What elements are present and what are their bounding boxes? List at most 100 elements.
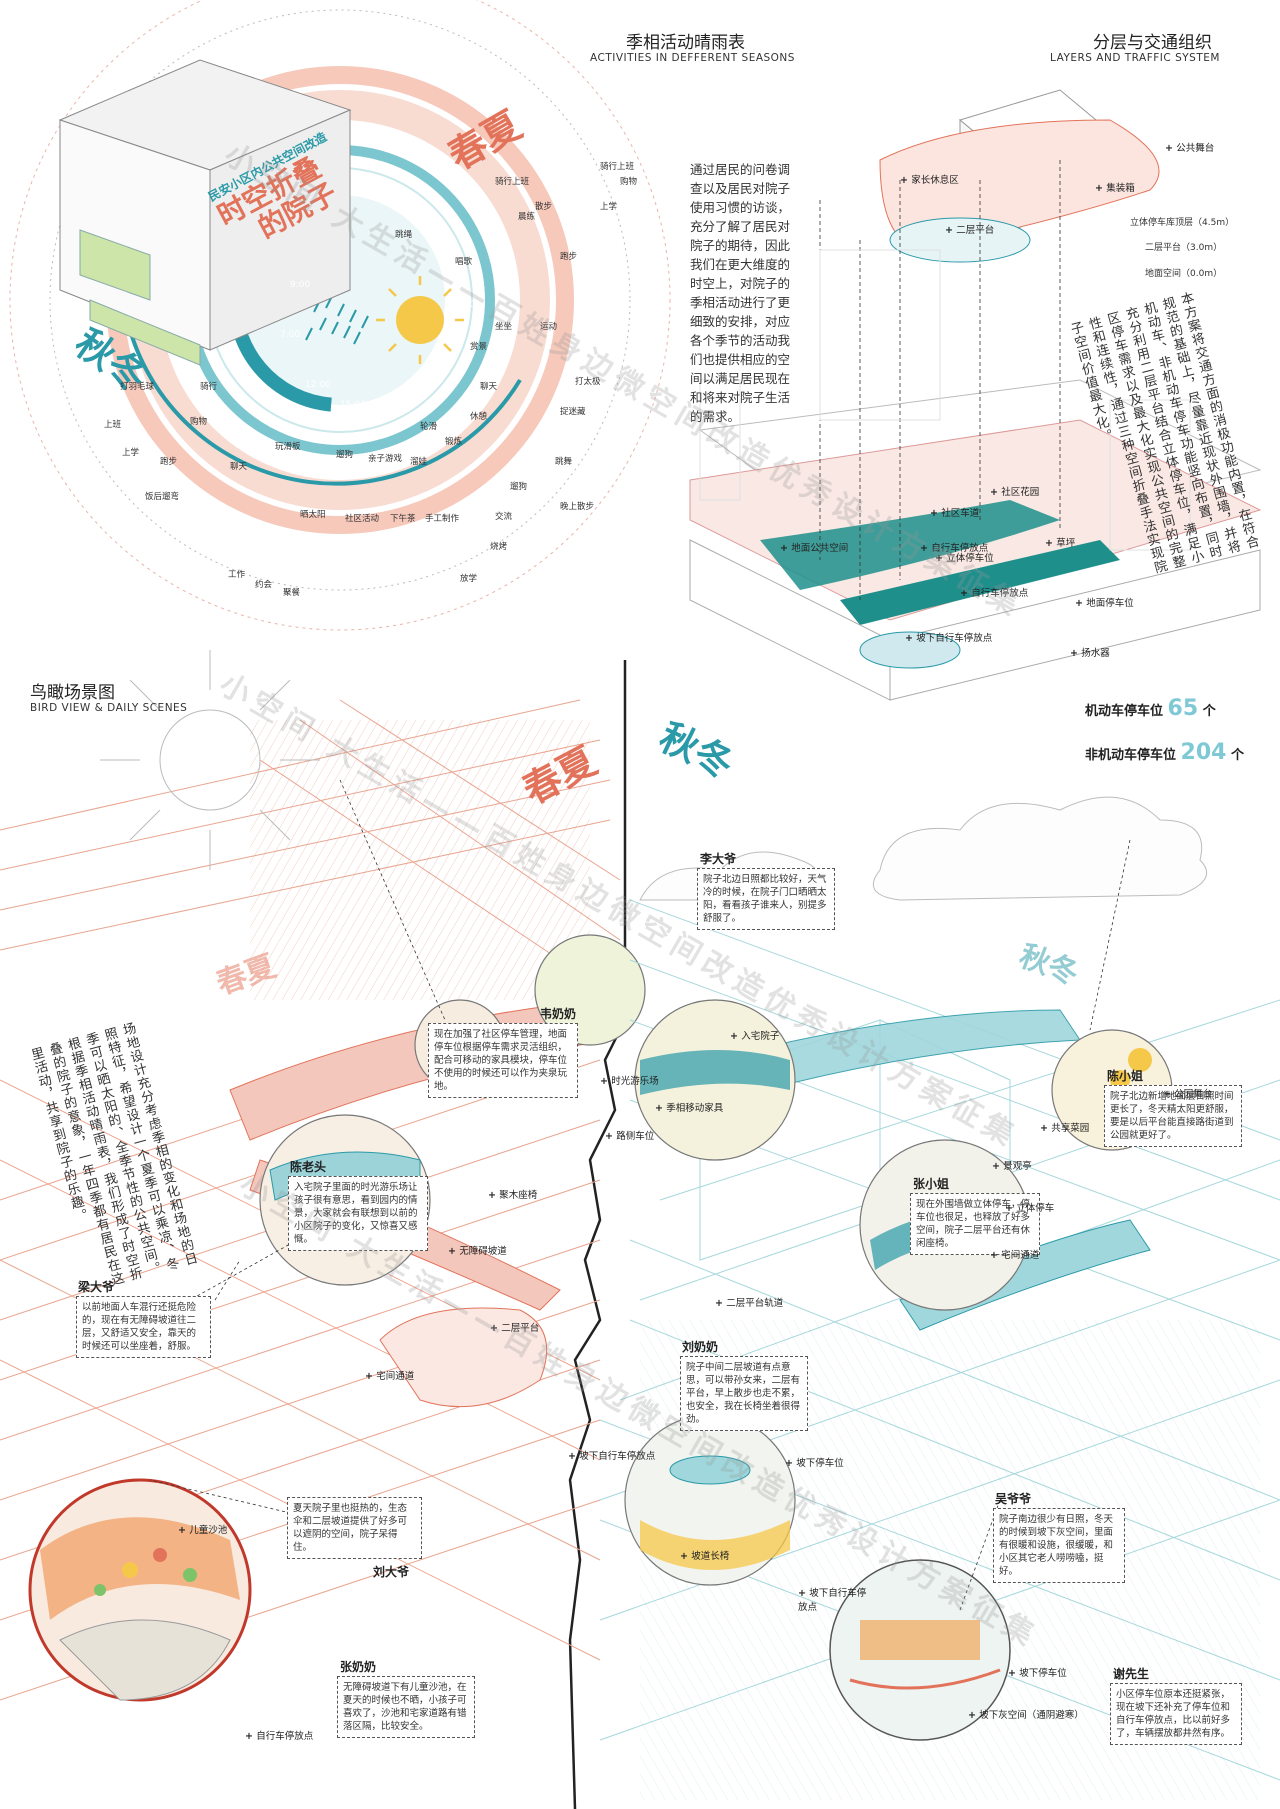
- persona-quote: 以前地面人车混行还挺危险的，现在有无障碍坡道往二层，又舒适又安全，靠天的时候还可…: [76, 1296, 211, 1358]
- spring-area-label: 无障碍坡道: [448, 1243, 507, 1257]
- winter-area-label: 公园舞台: [1163, 1086, 1212, 1100]
- spring-area-label: 聚木座椅: [488, 1187, 537, 1201]
- spring-area-label: 路侧车位: [605, 1128, 654, 1142]
- bike-parking-label: 非机动车停车位: [1085, 748, 1177, 763]
- persona-quote: 无障碍坡道下有儿童沙池，在夏天的时候也不晒，小孩子可喜欢了，沙池和宅家道路有错落…: [337, 1676, 475, 1738]
- persona-name: 张奶奶: [340, 1660, 377, 1674]
- winter-area-label: 景观亭: [992, 1158, 1032, 1172]
- layers-intro-text: 通过居民的问卷调查以及居民对院子使用习惯的访谈，充分了解了居民对院子的期待，因此…: [690, 162, 791, 424]
- spring-activity-label: 放学: [460, 574, 478, 584]
- winter-activity-label: 跑步: [160, 457, 178, 467]
- persona-name: 刘大爷: [373, 1565, 410, 1579]
- activity-label: 溜娃: [410, 457, 428, 467]
- spring-activity-label: 捉迷藏: [560, 407, 586, 417]
- spring-activity-label: 交流: [495, 512, 513, 522]
- area-label: 自行车停放点: [960, 585, 1028, 599]
- area-label: 地面公共空间: [780, 540, 848, 554]
- car-parking-unit: 个: [1202, 704, 1216, 719]
- persona-quote: 夏天院子里也挺热的，生态伞和二层坡道提供了好多可以遮阴的空间，院子呆得住。: [287, 1497, 422, 1559]
- winter-activity-label: 聚餐: [283, 588, 301, 598]
- persona-quote: 院子北边日照都比较好，天气冷的时候，在院子门口晒晒太阳，看看孩子谁来人，别提多舒…: [697, 868, 835, 930]
- time-label: 21:00: [385, 405, 411, 415]
- time-label: 12:00: [305, 380, 331, 390]
- bird-view-subtitle: BIRD VIEW & DAILY SCENES: [30, 702, 188, 714]
- persona-quote: 院子中间二层坡道有点意思，可以带孙女来，二层有平台，早上散步也走不累，也安全，我…: [680, 1356, 808, 1431]
- time-label: 7:00: [280, 330, 301, 340]
- winter-ring: [128, 329, 522, 486]
- persona-quote: 院子南边很少有日照，冬天的时候到坡下灰空间，里面有很暖和设施，很缓暖，和小区其它…: [993, 1508, 1125, 1583]
- sun-icon: [376, 276, 464, 364]
- seasons-chart-title: 季相活动晴雨表: [626, 33, 745, 53]
- persona-name: 陈小姐: [1107, 1069, 1144, 1083]
- activity-label: 锻炼: [445, 437, 463, 447]
- persona-name: 谢先生: [1113, 1667, 1150, 1681]
- activity-label: 唱歌: [455, 257, 473, 267]
- layers-title: 分层与交通组织: [1093, 33, 1212, 53]
- spring-area-label: 自行车停放点: [245, 1728, 313, 1742]
- area-label: 二层平台: [945, 222, 994, 236]
- activity-label: 坐坐: [495, 322, 513, 332]
- layers-axonometric: [689, 89, 1262, 701]
- persona-quote: 小区停车位原本还挺紧张，现在坡下还补充了停车位和自行车停放点，比以前好多了，车辆…: [1110, 1683, 1242, 1745]
- winter-area-label: 坡下自行车停放点: [798, 1585, 868, 1613]
- winter-area-label: 二层平台轨道: [715, 1295, 783, 1309]
- winter-activity-label: 饭后遛弯: [145, 492, 180, 502]
- persona-name: 梁大爷: [78, 1280, 115, 1294]
- persona-name: 李大爷: [700, 852, 737, 866]
- spring-activity-label: 运动: [540, 322, 558, 332]
- time-label: 9:00: [290, 280, 311, 290]
- bike-parking-unit: 个: [1231, 748, 1245, 763]
- spring-activity-label: 散步: [535, 202, 553, 212]
- activity-label: 赏景: [470, 342, 488, 352]
- persona-name: 刘奶奶: [682, 1340, 719, 1354]
- spring-activity-label: 骑行上班: [600, 162, 635, 172]
- winter-area-label: 坡下灰空间（通阴避寒）: [968, 1707, 1084, 1721]
- activity-label: 玩滑板: [275, 442, 301, 452]
- area-label: 立体停车位: [935, 550, 994, 564]
- winter-area-label: 坡下停车位: [785, 1455, 844, 1469]
- spring-activity-label: 骑行上班: [495, 177, 530, 187]
- spring-area-label: 坡下自行车停放点: [568, 1448, 655, 1462]
- activity-label: 亲子游戏: [368, 454, 403, 464]
- car-parking-stat: 机动车停车位 65 个: [1085, 696, 1216, 721]
- activity-label: 下午茶: [390, 514, 416, 524]
- area-label: 地面停车位: [1075, 595, 1134, 609]
- persona-name: 陈老头: [290, 1160, 327, 1174]
- car-parking-count: 65: [1167, 696, 1199, 721]
- spring-activity-label: 打太极: [575, 377, 601, 387]
- area-label: 自行车停放点: [920, 540, 988, 554]
- winter-activity-label: 上班: [104, 420, 122, 430]
- area-label: 社区车道: [930, 505, 979, 519]
- project-cube: [58, 59, 352, 366]
- winter-activity-label: 打羽毛球: [120, 382, 155, 392]
- persona-quote: 入宅院子里面的时光游乐场让孩子很有意思，看到园内的情景，大家就会有联想到以前的小…: [288, 1176, 428, 1251]
- spring-activity-label: 晚上散步: [560, 502, 595, 512]
- winter-activity-label: 购物: [190, 417, 208, 427]
- activity-label: 聊天: [480, 382, 498, 392]
- layers-subtitle: LAYERS AND TRAFFIC SYSTEM: [1050, 52, 1220, 64]
- winter-area-label: 宅间通道: [990, 1247, 1039, 1261]
- level-label: 二层平台（3.0m）: [1145, 243, 1223, 253]
- season-divider: [568, 660, 627, 1809]
- winter-area-label: 坡下停车位: [1008, 1665, 1067, 1679]
- winter-activity-label: 工作: [228, 570, 246, 580]
- winter-activity-label: 上学: [122, 448, 140, 458]
- area-label: 家长休息区: [900, 172, 959, 186]
- level-label: 立体停车库顶层（4.5m）: [1130, 218, 1235, 228]
- persona-quote: 现在加强了社区停车管理，地面停车位根据停车需求灵活组织，配合可移动的家具模块，停…: [428, 1023, 578, 1098]
- spring-area-label: 二层平台: [490, 1320, 539, 1334]
- persona-name: 吴爷爷: [995, 1492, 1032, 1506]
- area-label: 扬水器: [1070, 645, 1110, 659]
- area-label: 公共舞台: [1165, 140, 1214, 154]
- spring-activity-label: 遛狗: [510, 482, 528, 492]
- persona-name: 张小姐: [913, 1177, 950, 1191]
- activity-label: 晒太阳: [300, 510, 326, 520]
- winter-activity-label: 约会: [255, 580, 273, 590]
- time-label: 15:00: [340, 400, 366, 410]
- area-label: 坡下自行车停放点: [905, 630, 992, 644]
- persona-quote: 现在外围墙做立体停车，停车位也很足，也释放了好多空间，院子二层平台还有休闲座椅。: [910, 1193, 1040, 1255]
- spring-activity-label: 上学: [600, 202, 618, 212]
- spring-area-label: 季相移动家具: [655, 1100, 723, 1114]
- bird-view-title: 鸟瞰场景图: [30, 683, 115, 703]
- bike-parking-count: 204: [1180, 740, 1227, 765]
